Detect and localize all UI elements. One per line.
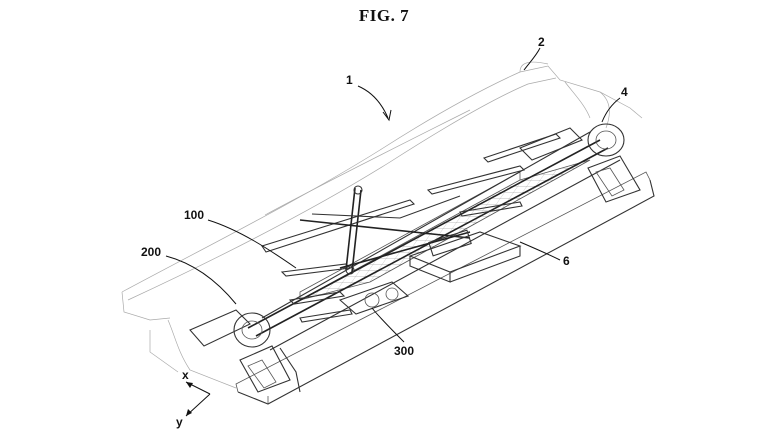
- label-300: 300: [394, 344, 414, 358]
- left-motor-assembly: [189, 309, 301, 393]
- slats: [261, 133, 562, 323]
- label-4: 4: [621, 85, 628, 99]
- right-motor-assembly: [519, 123, 641, 203]
- leader-lines: [165, 47, 621, 343]
- label-2: 2: [538, 35, 545, 49]
- front-transmission: [338, 281, 410, 315]
- coordinate-axes: x y: [176, 368, 211, 429]
- label-6: 6: [563, 254, 570, 268]
- axis-x-label: x: [182, 368, 189, 382]
- label-100: 100: [184, 208, 204, 222]
- figure-title: FIG. 7: [358, 6, 410, 25]
- axis-y-label: y: [176, 415, 183, 429]
- base-plate: [235, 171, 655, 405]
- scissor-linkage: [299, 185, 471, 275]
- central-actuator: [408, 229, 522, 283]
- vehicle-body-outline: [121, 61, 643, 389]
- label-200: 200: [141, 245, 161, 259]
- label-1: 1: [346, 73, 353, 87]
